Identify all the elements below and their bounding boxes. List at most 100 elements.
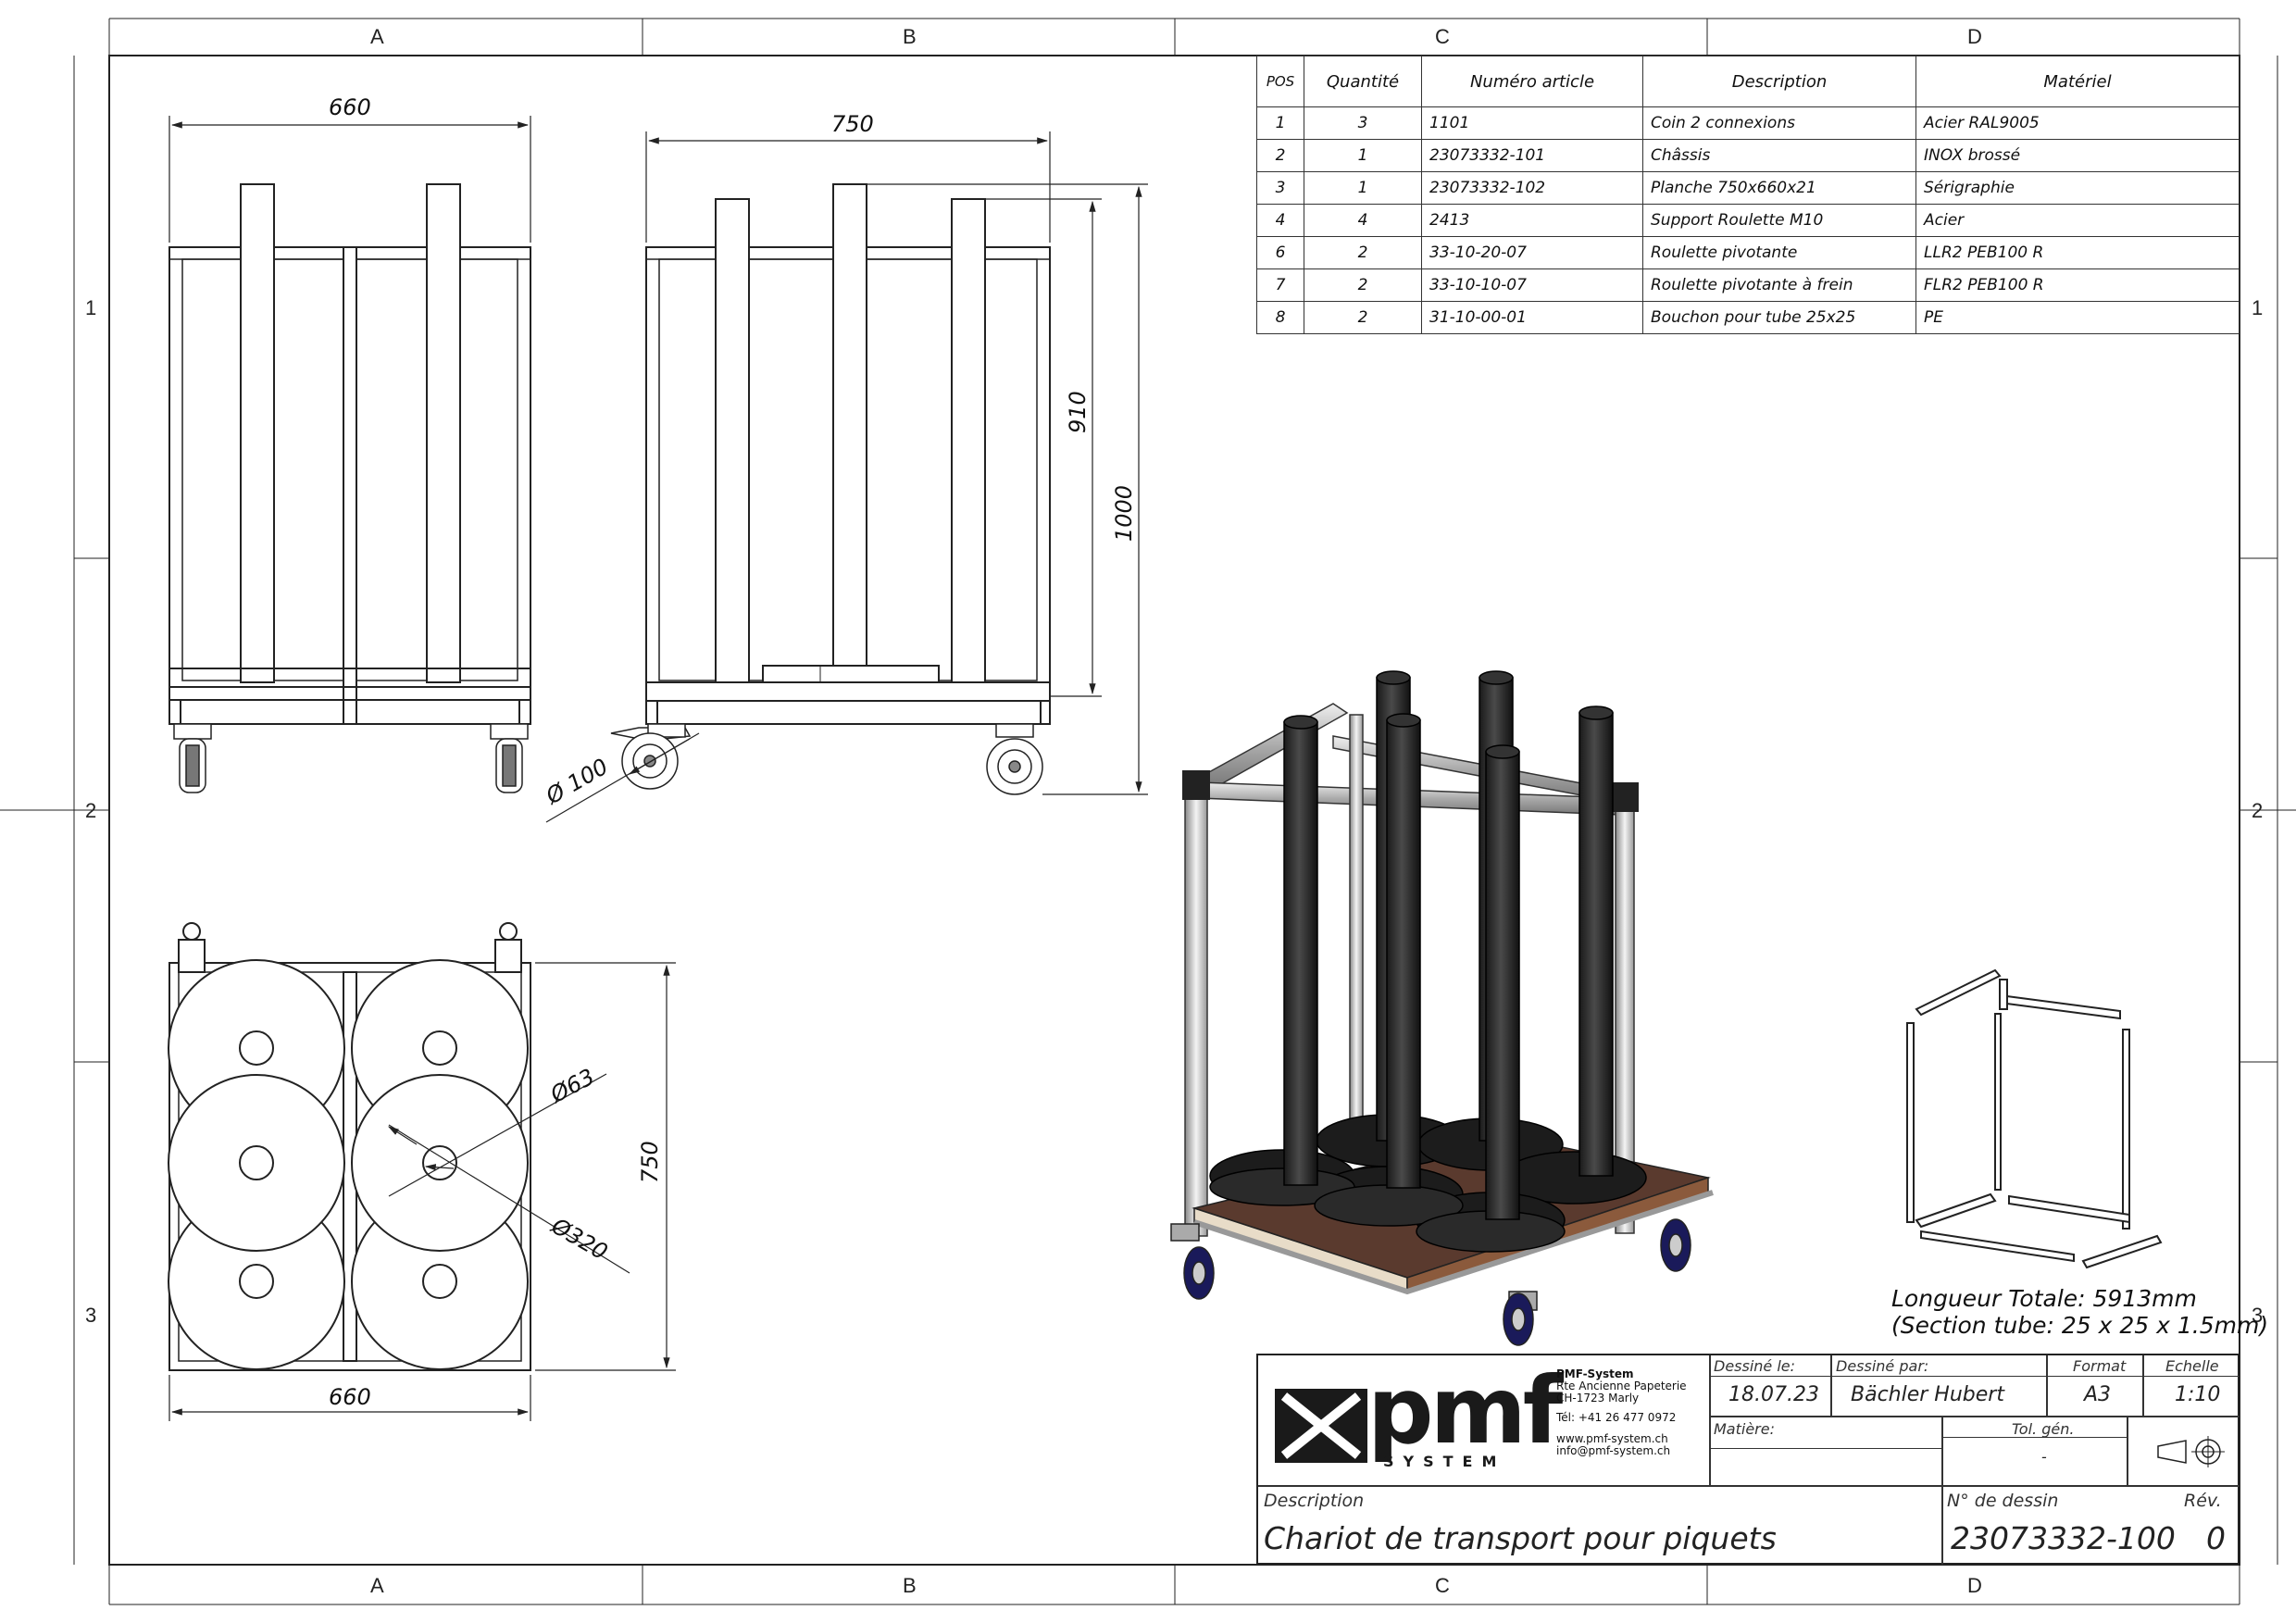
zone-row-3-left: 3: [85, 1304, 97, 1327]
bom-cell-article: 1101: [1421, 106, 1643, 140]
company-address-2: CH-1723 Marly: [1556, 1392, 1640, 1405]
zone-col-d-bottom: D: [1967, 1574, 1982, 1597]
bom-header-description: Description: [1642, 56, 1916, 107]
tolerance-value: -: [2041, 1448, 2047, 1466]
bom-header-row: POS Quantité Numéro article Description …: [1256, 56, 2240, 107]
side-view: [610, 183, 1051, 795]
bom-header-pos: POS: [1256, 56, 1304, 107]
scale-label: Echelle: [2165, 1357, 2219, 1375]
table-row: 1 3 1101 Coin 2 connexions Acier RAL9005: [1256, 106, 2240, 140]
bom-cell-pos: 4: [1256, 204, 1304, 237]
zone-row-2-right: 2: [2252, 799, 2264, 822]
bom-cell-pos: 1: [1256, 106, 1304, 140]
tube-length-total: Longueur Totale: 5913mm: [1891, 1285, 2197, 1312]
dim-side-total-height: 1000: [1111, 484, 1137, 542]
company-email: info@pmf-system.ch: [1556, 1444, 1671, 1457]
zone-row-3-right: 3: [2252, 1304, 2264, 1327]
bill-of-materials-table: POS Quantité Numéro article Description …: [1256, 56, 2240, 334]
dim-front-width: 660: [329, 94, 371, 120]
bom-cell-material: FLR2 PEB100 R: [1915, 268, 2240, 302]
dim-side-width: 750: [831, 111, 874, 137]
bom-cell-article: 23073332-101: [1421, 139, 1643, 172]
drawing-number-value: 23073332-100: [1951, 1520, 2176, 1556]
bom-cell-qty: 3: [1304, 106, 1422, 140]
bom-cell-article: 33-10-10-07: [1421, 268, 1643, 302]
side-dimensions: [545, 131, 1148, 823]
bom-cell-qty: 4: [1304, 204, 1422, 237]
zone-col-a-bottom: A: [370, 1574, 384, 1597]
table-row: 2 1 23073332-101 Châssis INOX brossé: [1256, 139, 2240, 172]
bom-header-material: Matériel: [1915, 56, 2240, 107]
bom-cell-material: LLR2 PEB100 R: [1915, 236, 2240, 269]
bom-cell-description: Roulette pivotante: [1642, 236, 1916, 269]
description-label: Description: [1264, 1491, 1365, 1511]
bom-cell-material: PE: [1915, 301, 2240, 334]
bom-cell-material: Acier RAL9005: [1915, 106, 2240, 140]
drawn-on-label: Dessiné le:: [1714, 1357, 1796, 1375]
bom-cell-article: 2413: [1421, 204, 1643, 237]
tube-section: (Section tube: 25 x 25 x 1.5mm): [1891, 1312, 2269, 1339]
table-row: 7 2 33-10-10-07 Roulette pivotante à fre…: [1256, 268, 2240, 302]
bom-cell-qty: 2: [1304, 268, 1422, 302]
table-row: 4 4 2413 Support Roulette M10 Acier: [1256, 204, 2240, 237]
logo-text: pmf: [1367, 1356, 1563, 1465]
table-row: 8 2 31-10-00-01 Bouchon pour tube 25x25 …: [1256, 301, 2240, 334]
format-value: A3: [2084, 1383, 2112, 1406]
drawn-by-value: Bächler Hubert: [1851, 1383, 2004, 1406]
front-view: [168, 183, 531, 793]
bom-cell-pos: 8: [1256, 301, 1304, 334]
zone-col-c-top: C: [1435, 25, 1450, 48]
sheet-frame: [0, 18, 2296, 1605]
bom-cell-pos: 3: [1256, 171, 1304, 205]
drawing-number-label: N° de dessin: [1947, 1491, 2059, 1511]
zone-col-c-bottom: C: [1435, 1574, 1450, 1597]
bom-cell-description: Châssis: [1642, 139, 1916, 172]
bom-cell-material: Acier: [1915, 204, 2240, 237]
top-view: [168, 922, 531, 1371]
bom-cell-article: 33-10-20-07: [1421, 236, 1643, 269]
bom-cell-description: Support Roulette M10: [1642, 204, 1916, 237]
description-value: Chariot de transport pour piquets: [1264, 1520, 1777, 1556]
bom-cell-description: Planche 750x660x21: [1642, 171, 1916, 205]
dim-side-inner-height: 910: [1065, 391, 1091, 433]
zone-row-1-left: 1: [85, 296, 97, 319]
bom-cell-qty: 2: [1304, 301, 1422, 334]
company-name: PMF-System: [1556, 1367, 1634, 1380]
bom-cell-material: INOX brossé: [1915, 139, 2240, 172]
bom-cell-qty: 1: [1304, 139, 1422, 172]
bom-header-article: Numéro article: [1421, 56, 1643, 107]
tube-length-note: Longueur Totale: 5913mm (Section tube: 2…: [1891, 1285, 2268, 1339]
zone-row-2-left: 2: [85, 799, 97, 822]
format-label: Format: [2073, 1357, 2127, 1375]
bom-cell-pos: 2: [1256, 139, 1304, 172]
projection-symbol: [2154, 1433, 2228, 1474]
bom-header-qty: Quantité: [1304, 56, 1422, 107]
bom-cell-qty: 1: [1304, 171, 1422, 205]
zone-col-b-bottom: B: [903, 1574, 917, 1597]
dim-top-width: 660: [329, 1384, 371, 1410]
scale-value: 1:10: [2175, 1383, 2221, 1406]
isometric-view: [1170, 670, 1714, 1346]
bom-cell-description: Roulette pivotante à frein: [1642, 268, 1916, 302]
zone-col-a-top: A: [370, 25, 384, 48]
zone-row-1-right: 1: [2252, 296, 2264, 319]
table-row: 6 2 33-10-20-07 Roulette pivotante LLR2 …: [1256, 236, 2240, 269]
table-row: 3 1 23073332-102 Planche 750x660x21 Séri…: [1256, 171, 2240, 205]
bom-cell-qty: 2: [1304, 236, 1422, 269]
company-logo: [1275, 1389, 1367, 1463]
company-phone: Tél: +41 26 477 0972: [1556, 1411, 1677, 1424]
zone-col-b-top: B: [903, 25, 917, 48]
bom-cell-material: Sérigraphie: [1915, 171, 2240, 205]
tolerance-label: Tol. gén.: [2012, 1420, 2075, 1438]
top-dimensions: [168, 962, 676, 1421]
bom-cell-pos: 6: [1256, 236, 1304, 269]
company-address-1: Rte Ancienne Papeterie: [1556, 1380, 1687, 1392]
dim-top-depth: 750: [637, 1141, 663, 1183]
revision-label: Rév.: [2184, 1491, 2222, 1511]
bom-cell-description: Bouchon pour tube 25x25: [1642, 301, 1916, 334]
company-web: www.pmf-system.ch: [1556, 1432, 1668, 1445]
bom-cell-pos: 7: [1256, 268, 1304, 302]
revision-value: 0: [2206, 1520, 2226, 1556]
bom-cell-article: 23073332-102: [1421, 171, 1643, 205]
